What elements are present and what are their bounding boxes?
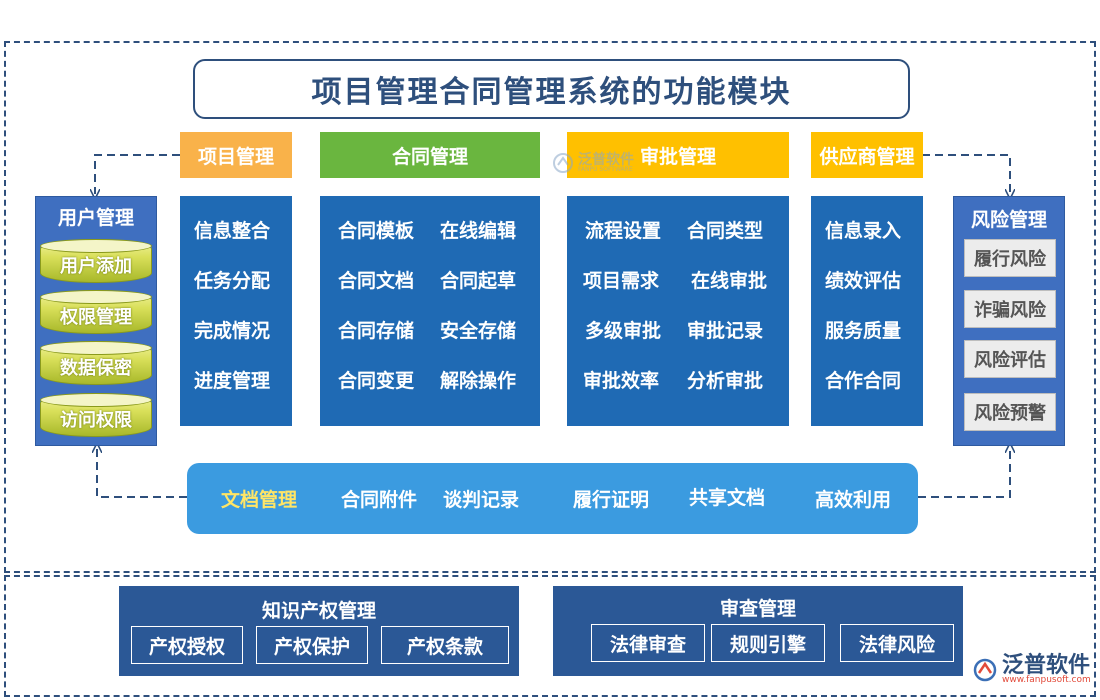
header-supplier-management: 供应商管理 — [811, 132, 923, 178]
logo-name: 泛普软件 — [1002, 652, 1091, 678]
user-db-cylinder: 数据保密 — [40, 341, 152, 385]
watermark-logo: 泛普软件 FANPU SOFTWARE — [552, 152, 634, 174]
panel-user-management: 用户管理 用户添加 权限管理 数据保密 访问权限 — [35, 196, 157, 446]
contract-item: 合同模板 — [338, 220, 415, 242]
approval-item: 多级审批 — [585, 320, 662, 342]
risk-item: 风险预警 — [964, 393, 1056, 431]
arrow-to-risk-panel — [922, 154, 1010, 194]
fanpu-logo-icon — [973, 658, 997, 681]
diagram-title: 项目管理合同管理系统的功能模块 — [193, 59, 910, 119]
risk-panel-title: 风险管理 — [970, 209, 1047, 231]
contract-item: 在线编辑 — [440, 220, 517, 242]
review-item: 规则引擎 — [711, 624, 825, 662]
contract-item: 合同变更 — [338, 370, 415, 392]
approval-item: 流程设置 — [585, 220, 662, 242]
panel-review-management: 审查管理 法律审查 规则引擎 法律风险 — [553, 586, 963, 676]
approval-item: 审批记录 — [687, 320, 764, 342]
review-item: 法律审查 — [591, 624, 705, 662]
header-contract-management: 合同管理 — [320, 132, 540, 178]
supplier-item: 服务质量 — [825, 320, 902, 342]
risk-item: 风险评估 — [964, 340, 1056, 378]
doc-bar-label: 文档管理 — [221, 489, 298, 511]
user-db-cylinder: 访问权限 — [40, 393, 152, 437]
doc-item: 共享文档 — [689, 487, 766, 509]
panel-contract-management: 合同模板 在线编辑 合同文档 合同起草 合同存储 安全存储 合同变更 解除操作 — [320, 196, 540, 426]
header-project-management: 项目管理 — [180, 132, 292, 178]
approval-item: 审批效率 — [583, 370, 660, 392]
panel-risk-management: 风险管理 履行风险 诈骗风险 风险评估 风险预警 — [953, 196, 1065, 446]
supplier-item: 信息录入 — [825, 220, 902, 242]
doc-item: 合同附件 — [341, 489, 418, 511]
arrow-to-user-panel — [95, 154, 180, 194]
ip-item: 产权条款 — [381, 626, 509, 664]
doc-item: 履行证明 — [573, 489, 650, 511]
bottom-frame — [4, 575, 1096, 697]
project-item: 进度管理 — [194, 370, 271, 392]
user-db-cylinder: 用户添加 — [40, 239, 152, 283]
arrow-doc-to-user — [97, 448, 187, 498]
main-frame — [4, 41, 1096, 573]
contract-item: 合同存储 — [338, 320, 415, 342]
user-item: 权限管理 — [60, 307, 132, 328]
user-db-cylinder: 权限管理 — [40, 290, 152, 334]
project-item: 信息整合 — [194, 220, 271, 242]
fanpu-logo: 泛普软件 www.fanpusoft.com — [972, 654, 1091, 685]
watermark-name: 泛普软件 — [578, 152, 634, 168]
supplier-item: 绩效评估 — [825, 270, 902, 292]
ip-panel-title: 知识产权管理 — [261, 600, 376, 622]
ip-item: 产权授权 — [131, 626, 243, 664]
project-item: 任务分配 — [194, 270, 271, 292]
user-panel-title: 用户管理 — [57, 207, 134, 229]
header-approval-management: 审批管理 — [567, 132, 789, 178]
approval-item: 在线审批 — [691, 270, 768, 292]
contract-item: 解除操作 — [440, 370, 517, 392]
user-item: 数据保密 — [60, 358, 132, 379]
approval-item: 项目需求 — [583, 270, 660, 292]
arrow-doc-to-risk — [918, 448, 1010, 498]
approval-item: 分析审批 — [687, 370, 764, 392]
panel-supplier-management: 信息录入 绩效评估 服务质量 合作合同 — [811, 196, 923, 426]
user-item: 访问权限 — [60, 410, 132, 431]
review-panel-title: 审查管理 — [719, 598, 796, 620]
contract-item: 安全存储 — [440, 320, 517, 342]
supplier-item: 合作合同 — [825, 370, 902, 392]
doc-item: 高效利用 — [815, 489, 892, 511]
review-item: 法律风险 — [840, 624, 954, 662]
panel-ip-management: 知识产权管理 产权授权 产权保护 产权条款 — [119, 586, 519, 676]
contract-item: 合同起草 — [440, 270, 517, 292]
contract-item: 合同文档 — [338, 270, 415, 292]
logo-url: www.fanpusoft.com — [1002, 675, 1091, 685]
user-item: 用户添加 — [60, 256, 132, 277]
ip-item: 产权保护 — [256, 626, 368, 664]
doc-item: 谈判记录 — [443, 489, 520, 511]
risk-item: 诈骗风险 — [964, 290, 1056, 328]
panel-project-management: 信息整合 任务分配 完成情况 进度管理 — [180, 196, 292, 426]
approval-item: 合同类型 — [687, 220, 764, 242]
doc-management-bar: 文档管理 合同附件 谈判记录 履行证明 共享文档 高效利用 — [187, 463, 918, 534]
risk-item: 履行风险 — [964, 239, 1056, 277]
project-item: 完成情况 — [194, 320, 271, 342]
panel-approval-management: 流程设置 合同类型 项目需求 在线审批 多级审批 审批记录 审批效率 分析审批 — [567, 196, 789, 426]
fanpu-watermark-icon — [553, 153, 573, 173]
watermark-sub: FANPU SOFTWARE — [578, 166, 633, 173]
